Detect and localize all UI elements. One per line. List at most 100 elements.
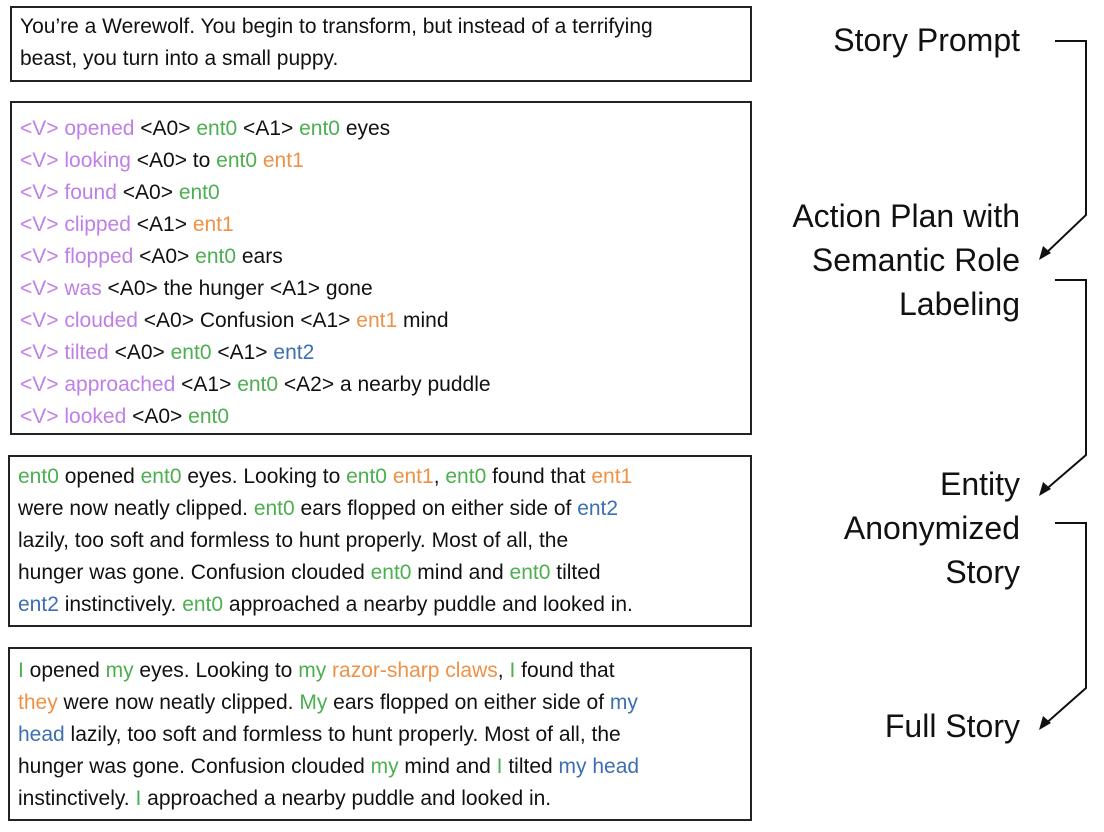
text-line: ent2 instinctively. ent0 approached a ne… (18, 589, 742, 621)
text-segment: ears (236, 245, 283, 268)
entity-ent2: my head (558, 755, 640, 778)
text-segment: <A0> Confusion <A1> (137, 309, 357, 332)
text-segment: were now neatly clipped. (18, 497, 254, 520)
text-segment: found that (486, 465, 592, 488)
label-line: Anonymized (843, 510, 1020, 546)
text-segment: <A1> (175, 373, 238, 396)
entity-ent0: I (496, 755, 503, 778)
text-segment: found that (515, 659, 615, 682)
entity-ent2: ent2 (273, 341, 315, 364)
text-segment: <A1> (211, 341, 274, 364)
action-plan-box: <V> opened <A0> ent0 <A1> ent0 eyes<V> l… (10, 101, 752, 435)
text-line: I opened my eyes. Looking to my razor-sh… (18, 655, 742, 687)
text-segment: mind and (411, 561, 510, 584)
entity-ent0: ent0 (18, 465, 59, 488)
text-segment: <A0> (126, 405, 189, 428)
entity-ent0: ent0 (216, 149, 258, 172)
arrow-anon-to-full (1042, 522, 1087, 727)
srl-verb: <V> found (20, 181, 117, 204)
text-line: ent0 opened ent0 eyes. Looking to ent0 e… (18, 461, 742, 493)
text-segment: instinctively. (58, 593, 183, 616)
entity-ent0: ent0 (253, 497, 295, 520)
text-segment: , (433, 465, 446, 488)
entity-ent0: ent0 (195, 245, 237, 268)
full-story-label: Full Story (885, 704, 1020, 748)
arrowhead-icon (1039, 482, 1051, 496)
label-line: Story (945, 554, 1020, 590)
srl-verb: <V> flopped (20, 245, 134, 268)
text-segment: opened (23, 659, 106, 682)
entity-ent0: ent0 (346, 465, 387, 488)
text-segment: approached a nearby puddle and looked in… (223, 593, 633, 616)
entity-ent0: ent0 (188, 405, 230, 428)
text-segment: <A0> (133, 245, 196, 268)
entity-ent1: they (18, 691, 58, 714)
arrow-prompt-to-plan (1042, 40, 1087, 257)
srl-verb: <V> was (20, 277, 102, 300)
srl-verb: <V> approached (20, 373, 176, 396)
srl-verb: <V> looked (20, 405, 127, 428)
text-segment: lazily, too soft and formless to hunt pr… (18, 529, 569, 552)
arrowhead-icon (1039, 246, 1051, 260)
entity-ent0: My (299, 691, 328, 714)
text-segment: <A0> (108, 341, 171, 364)
text-line: were now neatly clipped. ent0 ears flopp… (18, 493, 742, 525)
entity-ent0: I (18, 659, 24, 682)
entity-ent0: ent0 (178, 181, 220, 204)
text-segment: lazily, too soft and formless to hunt pr… (64, 723, 621, 746)
text-segment: eyes. Looking to (133, 659, 299, 682)
entity-ent0: ent0 (370, 561, 412, 584)
entity-ent0: my (370, 755, 399, 778)
srl-verb: <V> opened (20, 117, 135, 140)
entity-ent0: ent0 (299, 117, 340, 140)
text-line: head lazily, too soft and formless to hu… (18, 719, 742, 751)
text-line: <V> found <A0> ent0 (20, 177, 742, 209)
entity-ent2: head (18, 723, 65, 746)
text-segment: hunger was gone. Confusion clouded (18, 755, 371, 778)
text-segment: hunger was gone. Confusion clouded (18, 561, 371, 584)
text-segment: <A0> (116, 181, 179, 204)
text-segment: were now neatly clipped. (57, 691, 300, 714)
label-line: Story Prompt (833, 22, 1020, 58)
label-line: Action Plan with (792, 198, 1020, 234)
entity-ent0: I (509, 659, 516, 682)
text-segment: tilted (550, 561, 601, 584)
text-line: <V> flopped <A0> ent0 ears (20, 241, 742, 273)
text-line: lazily, too soft and formless to hunt pr… (18, 525, 742, 557)
text-segment: <A2> a nearby puddle (278, 373, 491, 396)
entity-ent0: ent0 (196, 117, 238, 140)
entity-ent0: ent0 (140, 465, 182, 488)
full-story-box: I opened my eyes. Looking to my razor-sh… (8, 647, 752, 821)
srl-verb: <V> looking (20, 149, 131, 172)
text-line: <V> looked <A0> ent0 (20, 401, 742, 433)
entity-ent1: razor-sharp claws (332, 659, 498, 682)
text-line: <V> looking <A0> to ent0 ent1 (20, 145, 742, 177)
arrowhead-icon (1039, 716, 1051, 730)
label-line: Labeling (899, 286, 1020, 322)
text-line: <V> approached <A1> ent0 <A2> a nearby p… (20, 369, 742, 401)
text-segment: eyes. Looking to (181, 465, 347, 488)
entity-ent1: ent1 (192, 213, 234, 236)
text-segment: tilted (502, 755, 559, 778)
text-line: they were now neatly clipped. My ears fl… (18, 687, 742, 719)
entity-ent1: ent1 (356, 309, 398, 332)
srl-verb: <V> clouded (20, 309, 138, 332)
text-line: <V> opened <A0> ent0 <A1> ent0 eyes (20, 113, 742, 145)
text-segment: <A0> to (130, 149, 217, 172)
entity-ent1: ent1 (392, 465, 434, 488)
text-segment: instinctively. (18, 787, 136, 810)
text-segment: ears flopped on either side of (327, 691, 610, 714)
story-prompt-box: You’re a Werewolf. You begin to transfor… (10, 6, 752, 82)
entity-ent0: ent0 (170, 341, 212, 364)
entity-ent0: ent0 (445, 465, 487, 488)
entity-ent0: I (135, 787, 142, 810)
arrow-plan-to-anon (1042, 279, 1087, 493)
text-segment: mind (397, 309, 449, 332)
srl-verb: <V> clipped (20, 213, 131, 236)
text-line: instinctively. I approached a nearby pud… (18, 783, 742, 815)
entity-ent2: ent2 (18, 593, 59, 616)
text-segment: approached a nearby puddle and looked in… (141, 787, 552, 810)
